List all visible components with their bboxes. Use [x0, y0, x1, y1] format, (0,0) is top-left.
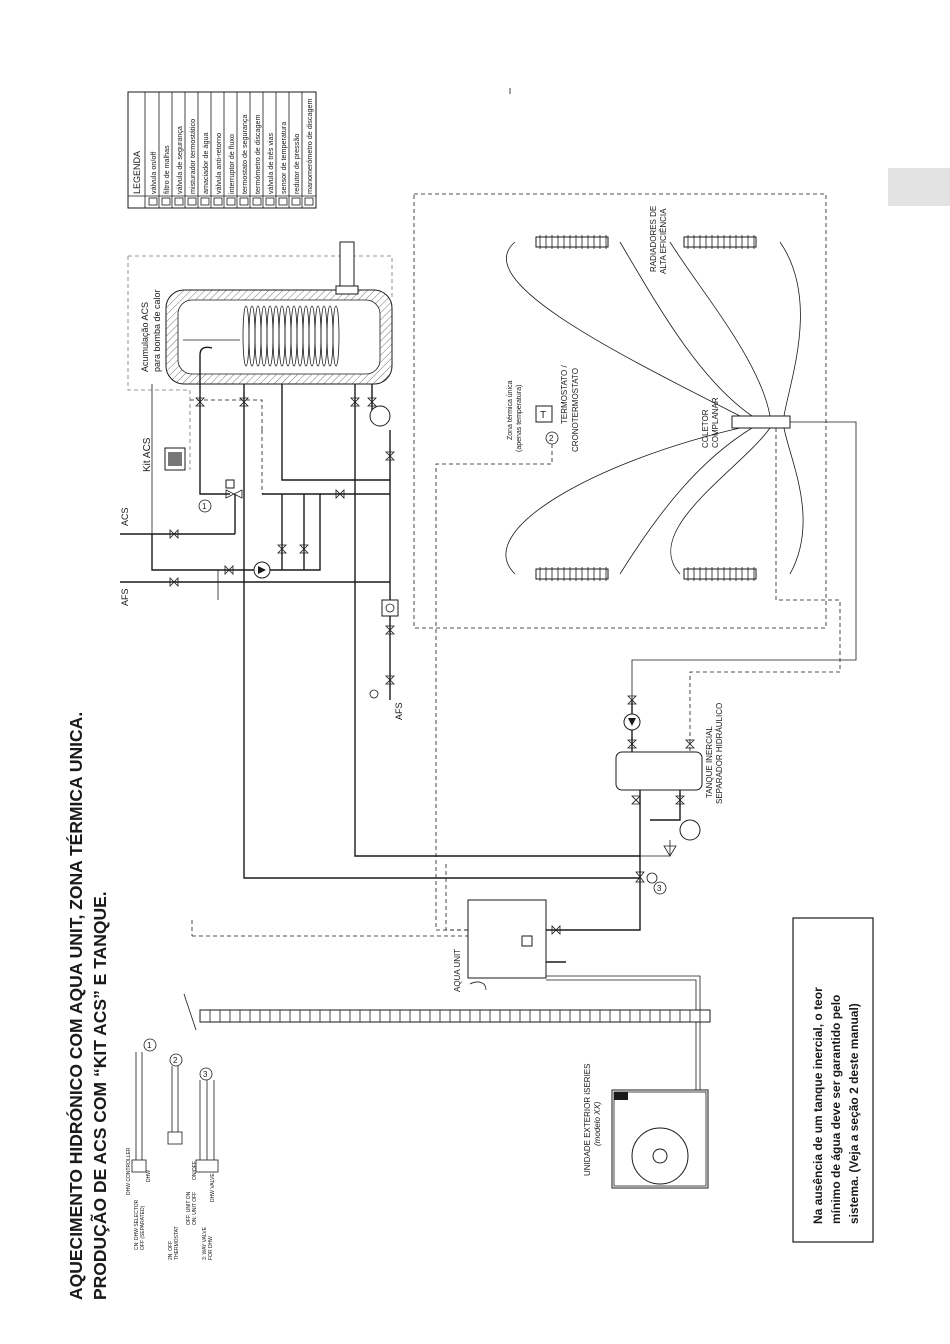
afs-label-bottom: AFS: [394, 702, 404, 720]
wiring-3-line-3: DHW VALVE: [210, 1173, 216, 1202]
discharge-thermometer-icon: [252, 197, 262, 206]
dhw-piping: 1 ACS AFS AFS: [120, 384, 640, 879]
wiring-mark-1: 1: [147, 1041, 152, 1050]
heating-zone: T 2 Zona térmica única (apenas temperatu…: [413, 193, 857, 930]
on-off-valve-icon: [148, 197, 158, 206]
legend-item-label: válvula de segurança: [175, 126, 184, 194]
title-line-1: AQUECIMENTO HIDRÓNICO COM AQUA UNIT, ZON…: [65, 712, 86, 1300]
wiring-2-line-3: OFF: UNIT ON: [186, 1191, 192, 1225]
legend-item-label: interruptor de fluxo: [227, 134, 236, 194]
inertial-tank-label-2: SEPARADOR HIDRÁULICO: [715, 703, 724, 804]
svg-text:T: T: [540, 410, 546, 421]
wiring-3-line-1: 3: WAY VALVE: [202, 1226, 208, 1260]
legend-item-label: termómetro de discagem: [253, 114, 262, 194]
legend-item-label: válvula anti-retorno: [214, 133, 223, 194]
aqua-unit-label: AQUA UNIT: [453, 949, 462, 992]
safety-valve-icon: [174, 197, 184, 206]
note-line-1: Na ausência de um tanque inercial, o teo…: [811, 987, 825, 1224]
wiring-2-line-1: 2N: OFF: [168, 1241, 174, 1260]
kit-acs: Kit ACS: [142, 437, 186, 472]
legend-item-label: misturador termostático: [188, 119, 197, 194]
page-title: AQUECIMENTO HIDRÓNICO COM AQUA UNIT, ZON…: [65, 712, 110, 1300]
wiring-2-line-5: ON/OFF: [192, 1161, 198, 1180]
pressure-reducer-icon: [291, 197, 301, 206]
note-box: Na ausência de um tanque inercial, o teo…: [792, 917, 874, 1243]
check-valve-icon: [213, 197, 223, 206]
legend-item-label: filtro de malhas: [162, 145, 171, 194]
legend-item-label: manomerómetro de discagem: [305, 99, 314, 194]
wiring-mark-3: 3: [203, 1070, 208, 1079]
note-line-3: sistema. (Veja a seção 2 deste manual): [847, 1003, 861, 1224]
title-line-2: PRODUÇÃO DE ACS COM “KIT ACS” E TANQUE.: [89, 891, 110, 1300]
legend: LEGENDA válvula on/off filtro de malhas vá…: [127, 91, 317, 209]
mark-3: 3: [657, 884, 662, 893]
mesh-filter-icon: [161, 197, 171, 206]
collector-label-1: COLETOR: [701, 409, 710, 448]
wiring-1-line-2: OFF (SEPARATED): [140, 1205, 146, 1250]
wiring-1-line-1: CN: DHW SELECTOR: [134, 1199, 140, 1250]
wiring-1-line-4: DHW: [146, 1170, 152, 1182]
thermostat-label-2: CRONOTERMOSTATO: [571, 368, 580, 452]
discharge-manometer-icon: [304, 197, 314, 206]
zone-label-1: Zona térmica única: [507, 380, 514, 440]
wiring-3-line-2: FOR DHW: [208, 1236, 214, 1260]
tank-label-2: para bomba de calor: [152, 289, 162, 372]
note-line-2: mínimo de água deve ser garantido pelo: [829, 995, 843, 1224]
collector-label-2: COMPLANAR: [711, 397, 720, 448]
wiring-mark-2: 2: [173, 1056, 178, 1065]
three-way-valve-icon: [265, 197, 275, 206]
thermostatic-mixer-icon: [187, 197, 197, 206]
acs-tank: Acumulação ACS para bomba de calor: [127, 241, 393, 470]
legend-item-label: válvula on/off: [149, 152, 158, 194]
tank-label-1: Acumulação ACS: [140, 302, 150, 372]
acs-label: ACS: [120, 507, 130, 526]
inertial-tank-label-1: TANQUE INERCIAL: [705, 726, 714, 798]
wiring-1-line-3: DHW CONTROLLER: [126, 1147, 132, 1195]
radiators-label-2: ALTA EFICIÊNCIA: [659, 208, 668, 274]
inertial-tank: TANQUE INERCIAL SEPARADOR HIDRÁULICO 3: [615, 695, 724, 920]
flow-switch-icon: [226, 197, 236, 206]
legend-item-label: redutor de pressão: [292, 134, 301, 194]
wiring-2-line-4: ON: UNIT OFF: [192, 1192, 198, 1225]
mark-2: 2: [549, 434, 554, 443]
kit-acs-label: Kit ACS: [142, 437, 153, 472]
refrigerant-line: [183, 993, 711, 1031]
wiring-2-line-2: THERMOSTAT: [174, 1226, 180, 1260]
water-softener-icon: [200, 197, 210, 206]
legend-heading: LEGENDA: [132, 151, 142, 194]
legend-item-label: válvula de três vias: [266, 132, 275, 194]
radiators-label-1: RADIADORES DE: [649, 206, 658, 272]
zone-label-2: (apenas temperatura): [516, 385, 523, 452]
aqua-unit: AQUA UNIT: [191, 864, 701, 1090]
mark-1: 1: [202, 502, 207, 511]
legend-item-label: sensor de temperatura: [279, 122, 288, 194]
temperature-sensor-icon: [278, 197, 288, 206]
page-tab: [888, 168, 950, 206]
outdoor-unit: UNIDADE EXTERIOR iSERIES (modelo XX): [583, 1064, 709, 1189]
thermostat-label-1: TERMOSTATO /: [560, 365, 569, 424]
outdoor-unit-label-1: UNIDADE EXTERIOR iSERIES: [583, 1064, 592, 1176]
wiring-blocks: CN: DHW SELECTOR OFF (SEPARATED) DHW CON…: [126, 1038, 219, 1260]
safety-thermostat-icon: [239, 197, 249, 206]
afs-label-top: AFS: [120, 588, 130, 606]
legend-item-label: amaciador de água: [201, 132, 210, 194]
legend-item-label: termostato de segurança: [240, 114, 249, 194]
outdoor-unit-label-2: (modelo XX): [593, 1101, 602, 1146]
